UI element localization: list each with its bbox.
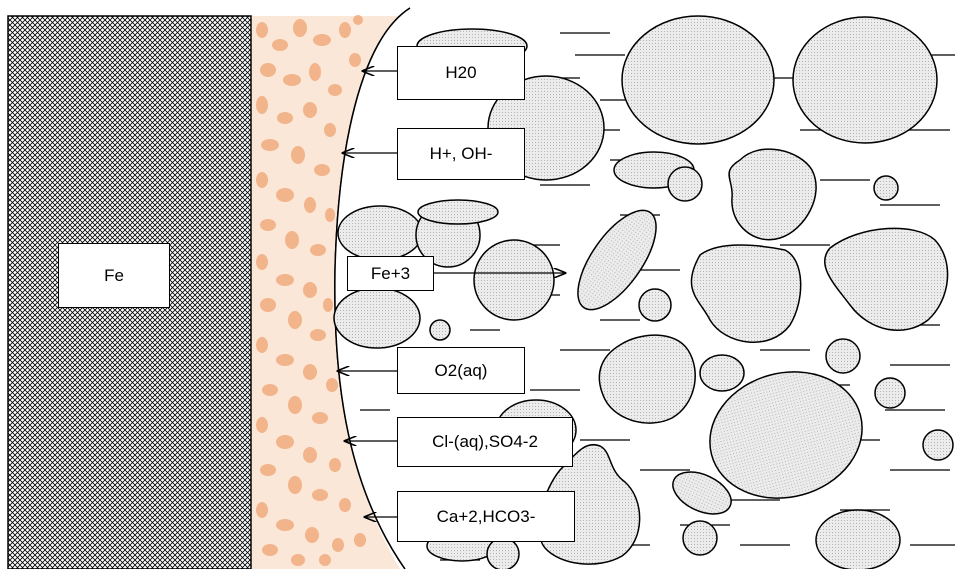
species-label-water: H20 <box>397 46 525 100</box>
species-label-chloride-sulfate: Cl-(aq),SO4-2 <box>397 417 573 467</box>
corrosion-product-layer <box>252 16 400 569</box>
species-label-hydrogen-hydroxide: H+, OH- <box>397 128 525 180</box>
species-label-ferric-iron: Fe+3 <box>347 256 434 291</box>
species-arrows <box>338 71 565 517</box>
metal-label: Fe <box>58 243 170 308</box>
species-label-dissolved-oxygen: O2(aq) <box>397 347 525 394</box>
corrosion-grains <box>256 15 366 566</box>
species-label-calcium-bicarbonate: Ca+2,HCO3- <box>397 491 575 542</box>
